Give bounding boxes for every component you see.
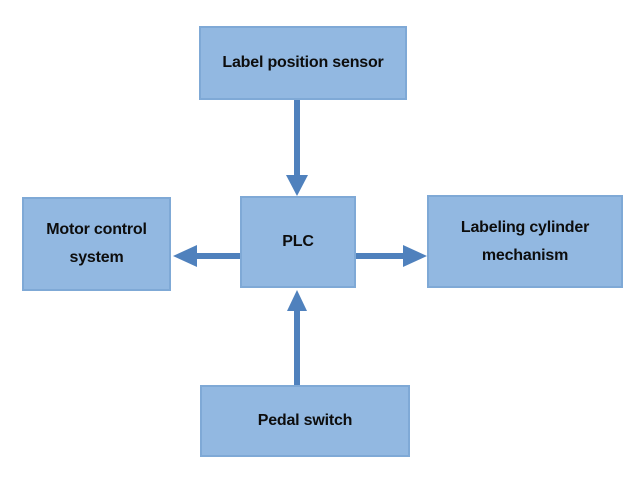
arrow-plc-to-motor-control-system	[173, 245, 240, 267]
arrow-pedal-switch-to-plc	[287, 290, 307, 385]
node-labeling-cylinder-mechanism: Labeling cylinder mechanism	[427, 195, 623, 288]
node-pedal-switch-label: Pedal switch	[257, 412, 353, 429]
node-plc: PLC	[240, 196, 356, 288]
arrow-plc-to-labeling-cylinder-mechanism	[356, 245, 427, 267]
node-label-position-sensor-label: Label position sensor	[222, 54, 384, 71]
node-pedal-switch: Pedal switch	[200, 385, 410, 457]
node-plc-label: PLC	[282, 233, 314, 250]
node-labeling-cylinder-mechanism-label: Labeling cylinder mechanism	[460, 218, 590, 264]
node-label-position-sensor: Label position sensor	[199, 26, 407, 100]
node-motor-control-system-label: Motor control system	[46, 221, 147, 266]
arrow-label-position-sensor-to-plc	[286, 100, 308, 196]
node-motor-control-system: Motor control system	[22, 197, 171, 291]
